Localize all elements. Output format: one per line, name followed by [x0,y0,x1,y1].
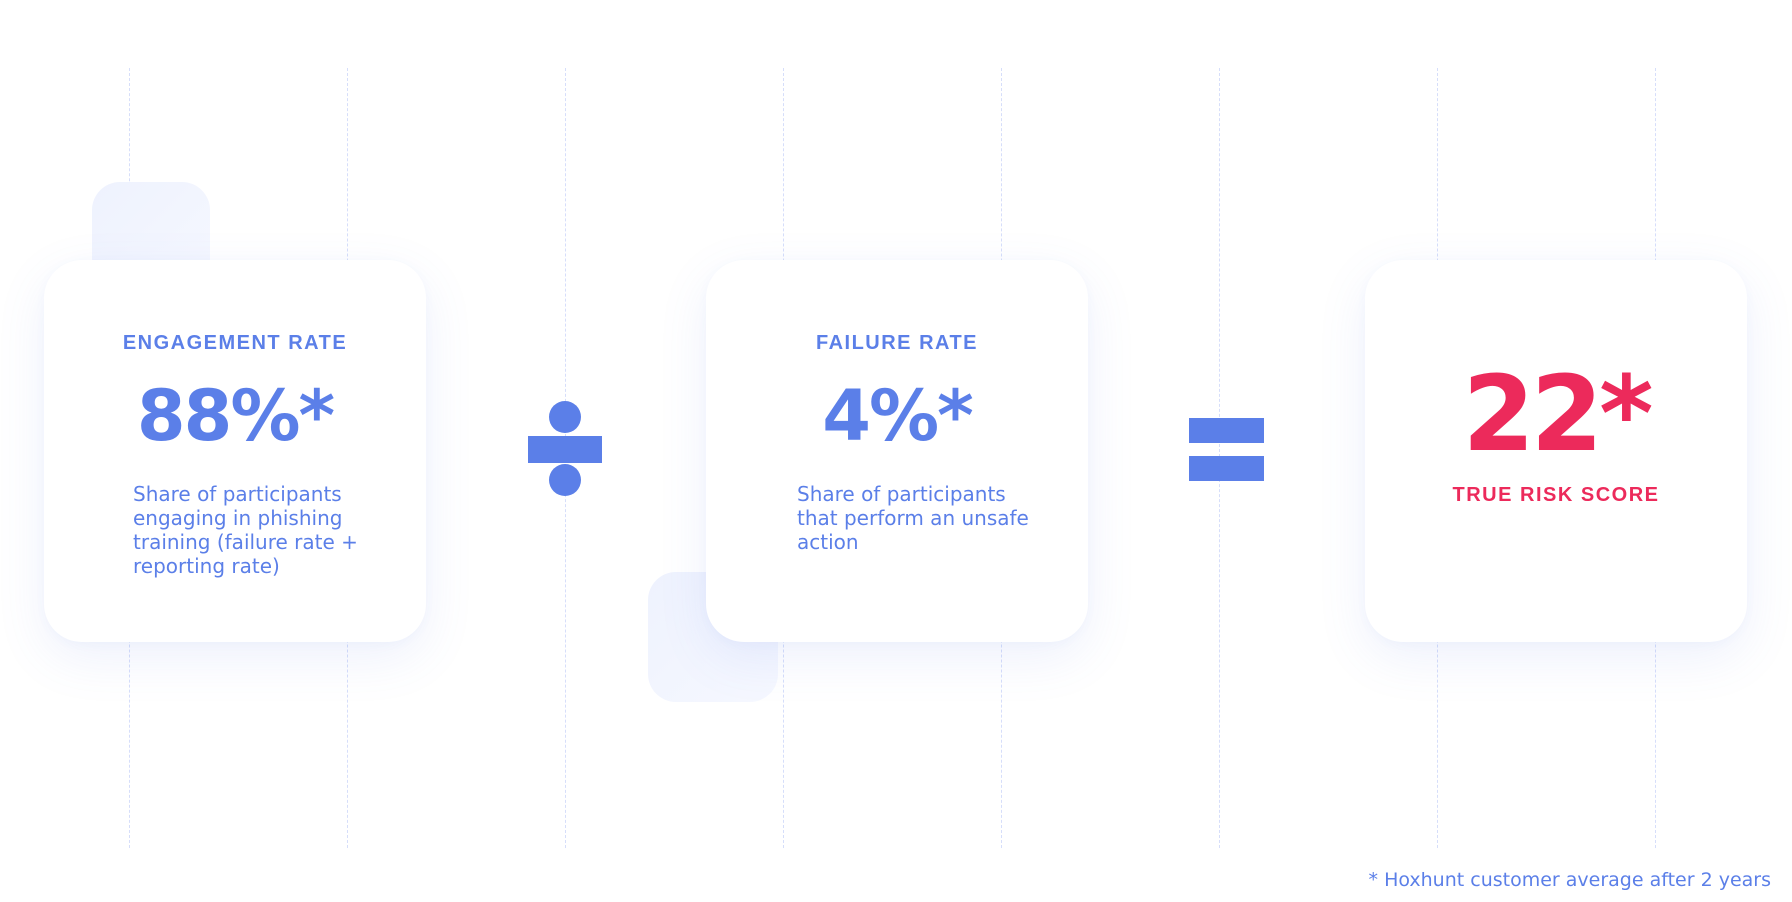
engagement-rate-description: Share of participants engaging in phishi… [133,482,358,578]
failure-rate-card: FAILURE RATE 4%* Share of participants t… [706,260,1088,642]
failure-rate-value: 4%* [822,375,973,457]
true-risk-score-label: TRUE RISK SCORE [1452,484,1660,506]
footnote: * Hoxhunt customer average after 2 years [1368,869,1771,891]
failure-rate-title: FAILURE RATE [815,332,979,354]
engagement-rate-title: ENGAGEMENT RATE [122,332,348,354]
true-risk-score-card: 22* TRUE RISK SCORE [1365,260,1747,642]
divide-icon [528,401,602,496]
engagement-rate-card: ENGAGEMENT RATE 88%* Share of participan… [44,260,426,642]
engagement-rate-value: 88%* [136,375,335,457]
true-risk-score-value: 22* [1462,353,1653,475]
failure-rate-description: Share of participants that perform an un… [797,482,1029,554]
equals-icon [1189,418,1264,481]
